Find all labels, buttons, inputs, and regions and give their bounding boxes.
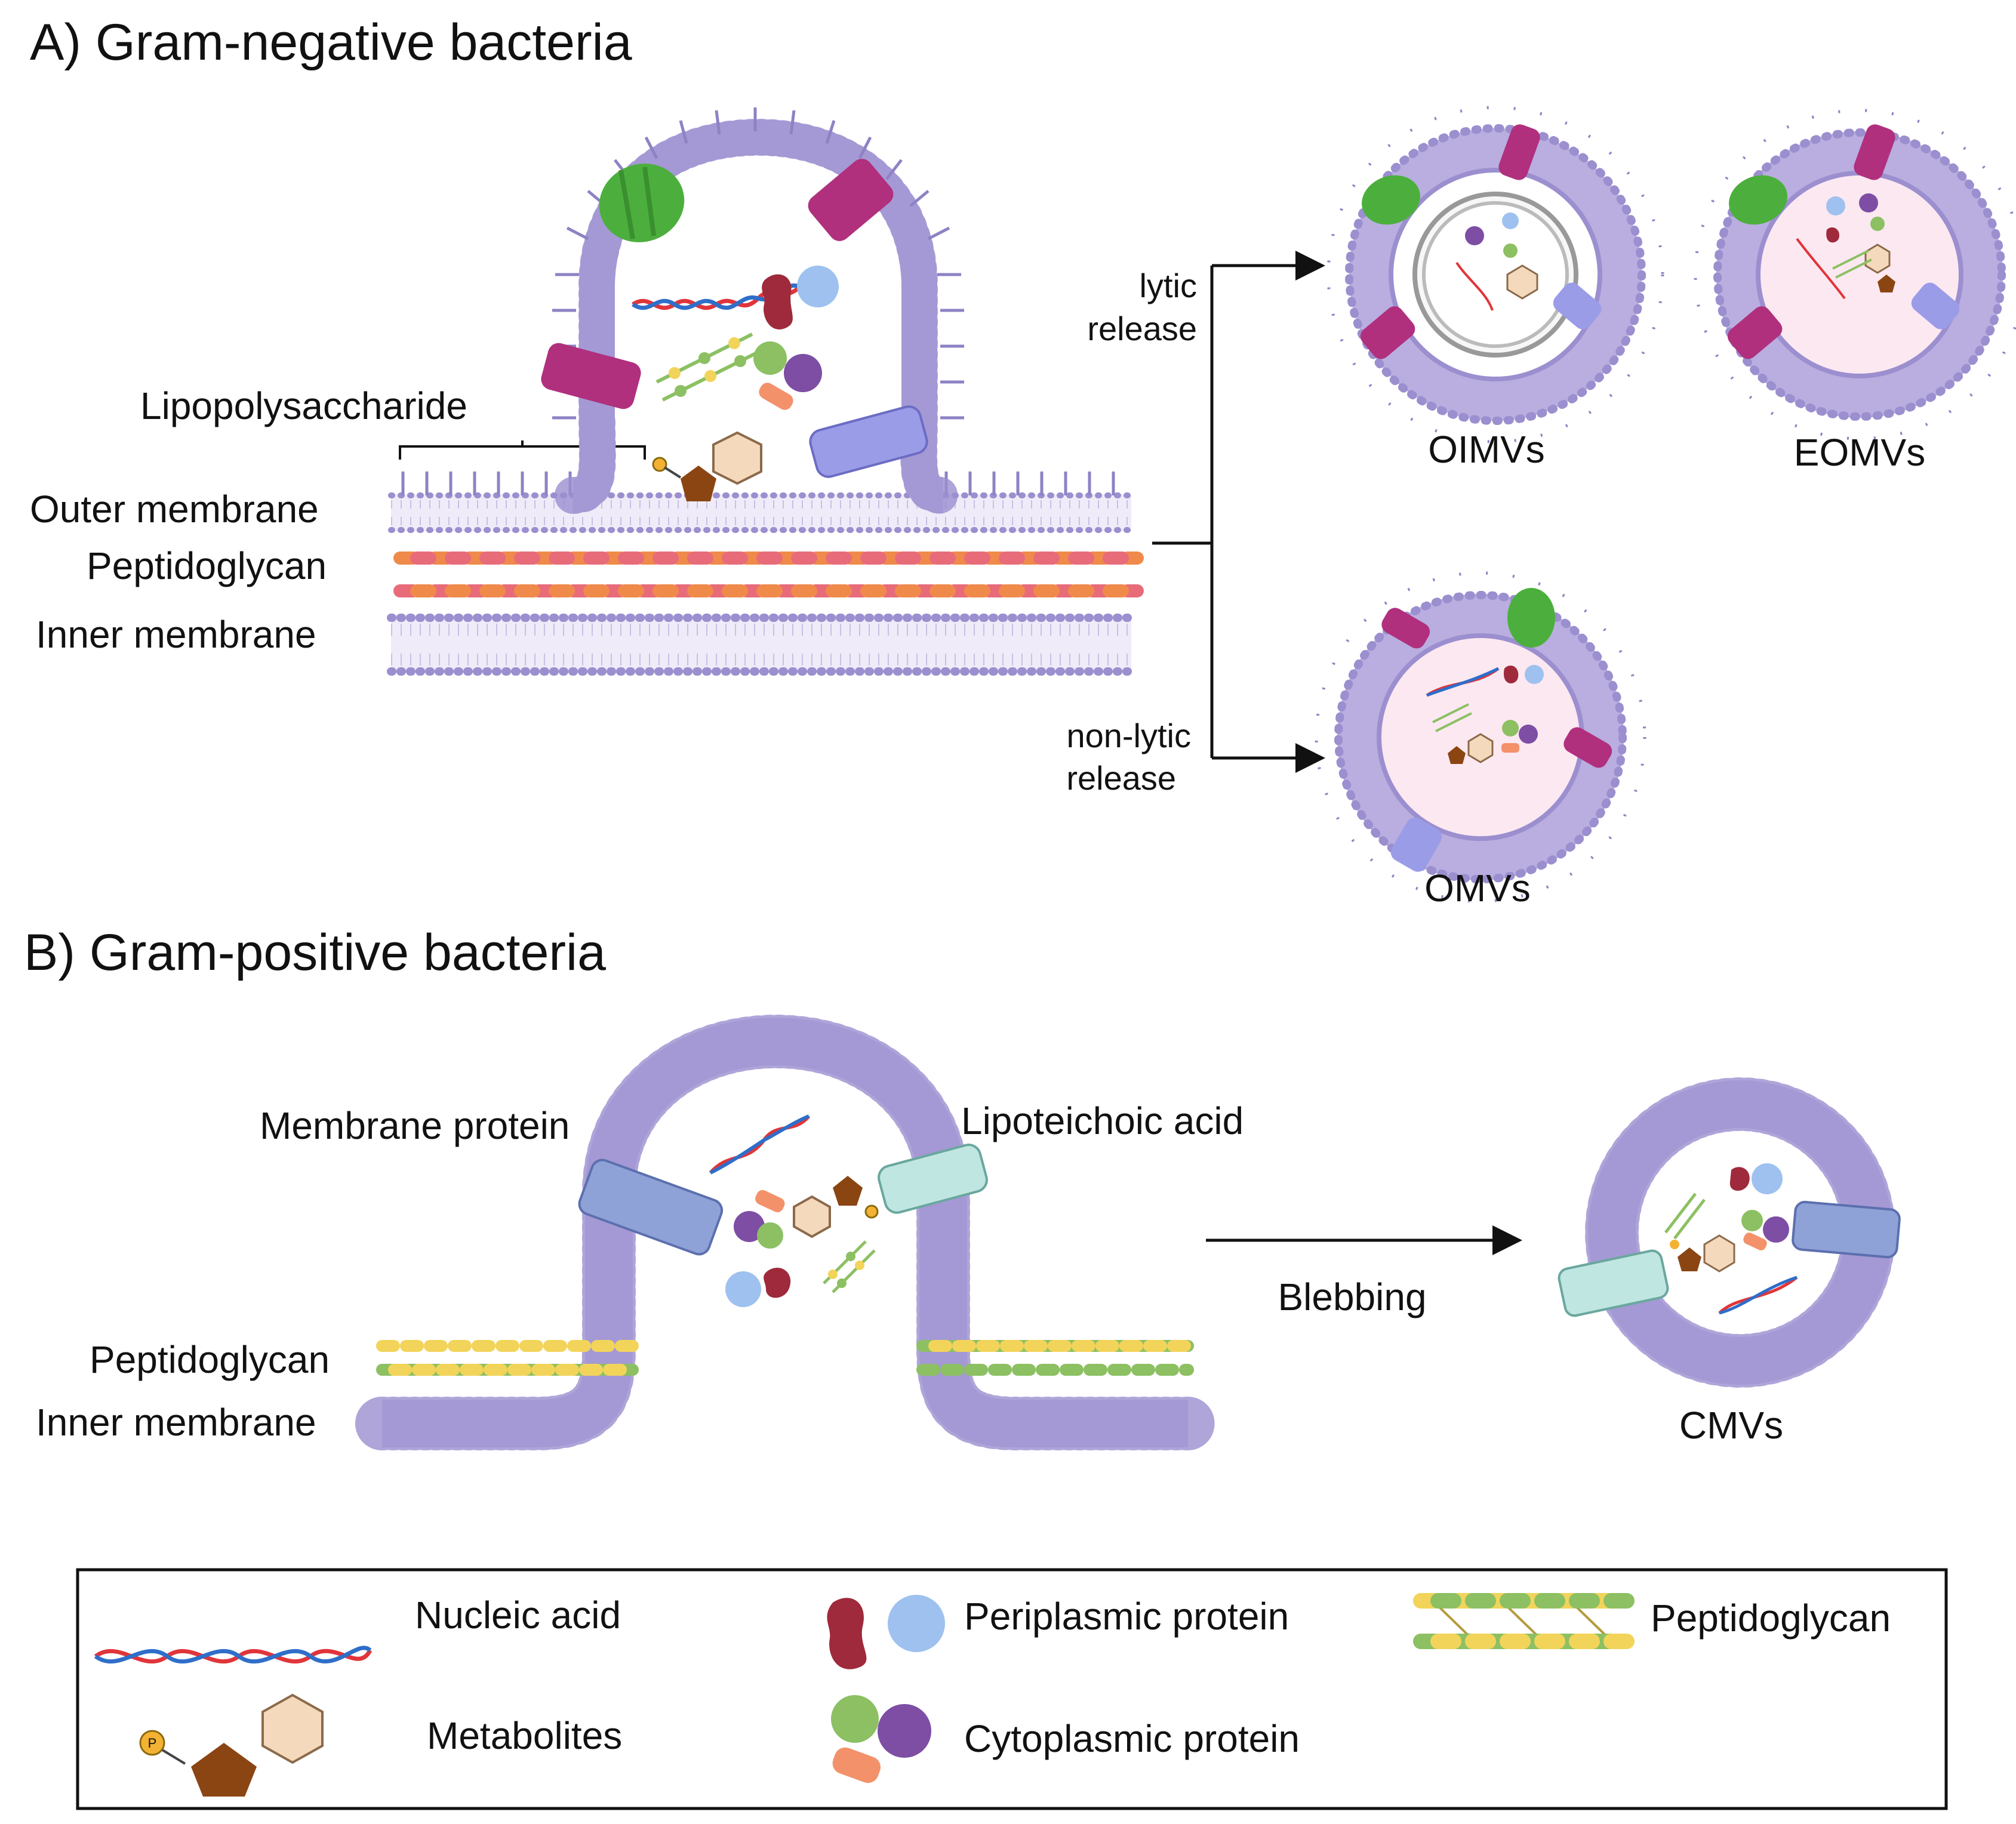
inner-membrane-label-a: Inner membrane: [36, 613, 316, 656]
outer-membrane-label: Outer membrane: [30, 488, 319, 531]
bleb-green-protein: [753, 341, 787, 375]
peptidoglycan-label-a: Peptidoglycan: [87, 544, 327, 587]
magenta-protein-left: [541, 343, 641, 409]
legend-box: Nucleic acid P Metabolites Periplasmic p…: [76, 1568, 1948, 1810]
membrane-protein-block: [578, 1159, 724, 1256]
bleb-b-peptidoglycan-fragment: [823, 1240, 876, 1293]
peptidoglycan-layer-a: [393, 551, 1144, 597]
lps-bracket: [399, 440, 646, 460]
oimv-label: OIMVs: [1428, 428, 1545, 471]
bleb-b-pentagon: [833, 1176, 863, 1206]
nonlytic-release-line1: non-lytic: [1066, 717, 1191, 754]
bleb-red-protein: [762, 274, 793, 329]
peptidoglycan-layer-b-left: [376, 1340, 639, 1376]
magenta-protein-top: [808, 159, 894, 241]
bleb-b-red-protein: [764, 1268, 791, 1298]
panel-a: A) Gram-negative bacteria Lipopolysaccha…: [30, 14, 2016, 910]
lipoteichoic-acid-label: Lipoteichoic acid: [961, 1099, 1244, 1142]
legend-periplasmic-protein-icon: [827, 1595, 945, 1669]
legend-cytoplasmic-protein-icon: [831, 1695, 931, 1783]
bleb-b-lightblue-protein: [725, 1271, 761, 1307]
legend-nucleic-acid-label: Nucleic acid: [415, 1594, 621, 1637]
eomv-label: EOMVs: [1794, 431, 1925, 474]
legend-peptidoglycan-icon: [1413, 1593, 1635, 1649]
blebbing-label: Blebbing: [1278, 1275, 1426, 1318]
lps-label: Lipopolysaccharide: [140, 384, 467, 427]
lps-spikes: [401, 472, 1115, 495]
oimv-vesicle: [1326, 106, 1664, 443]
cmv-label: CMVs: [1679, 1404, 1783, 1447]
eomv-vesicle: [1694, 109, 2016, 440]
phosphate-symbol: P: [148, 1736, 157, 1751]
bleb-lightblue-protein: [797, 266, 839, 307]
legend-metabolites-icon: P: [139, 1693, 324, 1797]
inner-membrane-label-b: Inner membrane: [36, 1401, 316, 1444]
legend-cytoplasmic-protein-label: Cytoplasmic protein: [964, 1717, 1300, 1760]
panel-b-title: B) Gram-positive bacteria: [24, 924, 606, 981]
bleb-metabolite: [652, 431, 762, 501]
inner-membrane-a: [387, 614, 1135, 676]
lytic-release-line1: lytic: [1140, 267, 1197, 304]
bleb-b-salmon-protein: [755, 1190, 785, 1213]
bleb-purple-protein: [784, 354, 822, 392]
panel-b: B) Gram-positive bacteria: [24, 924, 1901, 1450]
legend-nucleic-acid-icon: [94, 1646, 373, 1664]
legend-periplasmic-protein-label: Periplasmic protein: [964, 1595, 1289, 1638]
legend-metabolites-label: Metabolites: [427, 1714, 622, 1757]
green-barrel-protein: [599, 164, 685, 242]
lytic-release-line2: release: [1087, 310, 1197, 347]
bleb-b-hexagon: [793, 1195, 831, 1238]
legend-peptidoglycan-label: Peptidoglycan: [1651, 1597, 1891, 1640]
panel-a-title: A) Gram-negative bacteria: [30, 14, 632, 71]
bleb-b-purple-protein: [734, 1211, 765, 1242]
bleb-b-green-protein: [757, 1222, 783, 1249]
nonlytic-release-line2: release: [1066, 759, 1176, 797]
peptidoglycan-layer-b-right: [916, 1340, 1194, 1376]
periwinkle-protein: [809, 405, 928, 478]
bleb-b-phosphate: [864, 1204, 879, 1219]
peptidoglycan-label-b: Peptidoglycan: [90, 1338, 330, 1381]
cmv-vesicle: [1558, 1077, 1901, 1388]
lipoteichoic-acid-block: [878, 1144, 988, 1214]
omv-label: OMVs: [1424, 867, 1531, 910]
omv-vesicle: [1315, 571, 1646, 903]
bleb-salmon-protein: [759, 383, 793, 410]
bleb-b-dna-strand: [709, 1114, 810, 1175]
membrane-protein-label: Membrane protein: [260, 1104, 570, 1147]
release-arrows: [1152, 251, 1325, 773]
outer-membrane: [388, 492, 1134, 533]
bleb-peptidoglycan-fragment: [655, 332, 759, 402]
